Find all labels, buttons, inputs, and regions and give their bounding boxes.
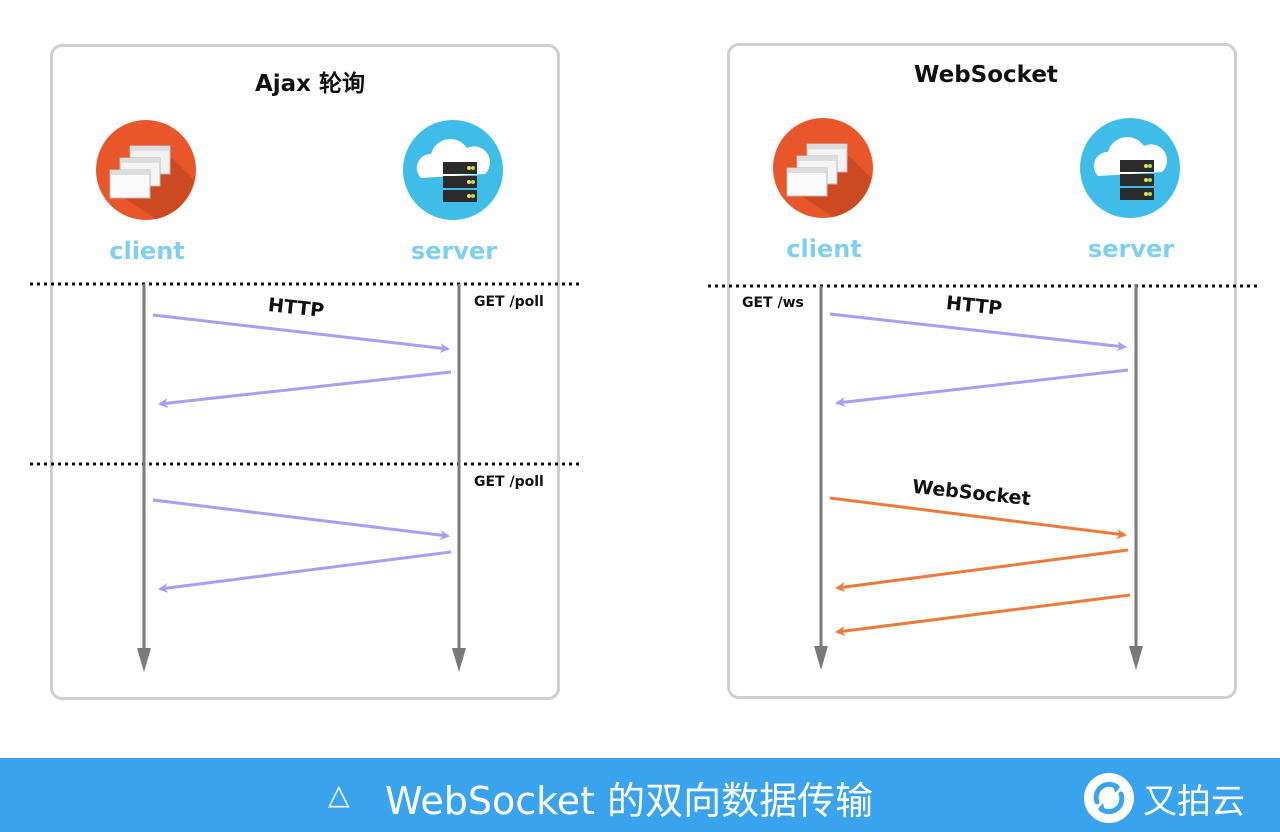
http-handshake-response-arrow: [835, 368, 1129, 408]
client-lifeline: [814, 286, 828, 670]
http-request-arrow: [152, 313, 450, 354]
http-request-arrow: [152, 498, 450, 540]
client-label: client: [786, 235, 862, 263]
poll-request-label: GET /poll: [474, 474, 544, 490]
http-handshake-request-arrow: [829, 312, 1127, 352]
client-browser-icon: [773, 118, 873, 218]
websocket-receive-arrow: [835, 593, 1131, 636]
poll-request-label: GET /poll: [474, 294, 544, 310]
server-label: server: [410, 237, 498, 265]
caption-text: WebSocket 的双向数据传输: [385, 779, 874, 823]
triangle-icon: △: [328, 778, 350, 811]
client-label: client: [109, 237, 185, 265]
server-lifeline: [452, 284, 466, 672]
http-response-arrow: [158, 550, 452, 593]
panel-title: Ajax 轮询: [254, 71, 366, 97]
websocket-send-arrow: [829, 496, 1127, 539]
server-cloud-icon: [1080, 118, 1180, 218]
ws-request-label: GET /ws: [742, 295, 804, 311]
http-response-arrow: [158, 370, 452, 409]
panel-title: WebSocket: [914, 62, 1058, 88]
caption-bar: △ WebSocket 的双向数据传输 又拍云: [0, 758, 1280, 832]
sequence-diagram: [30, 282, 1260, 672]
brand-name: 又拍云: [1143, 782, 1245, 822]
server-cloud-icon: [403, 120, 503, 220]
client-lifeline: [137, 284, 151, 672]
websocket-receive-arrow: [835, 548, 1129, 592]
upyun-logo-icon: [1084, 773, 1134, 823]
client-browser-icon: [96, 120, 196, 220]
server-label: server: [1087, 235, 1175, 263]
server-lifeline: [1129, 284, 1143, 670]
